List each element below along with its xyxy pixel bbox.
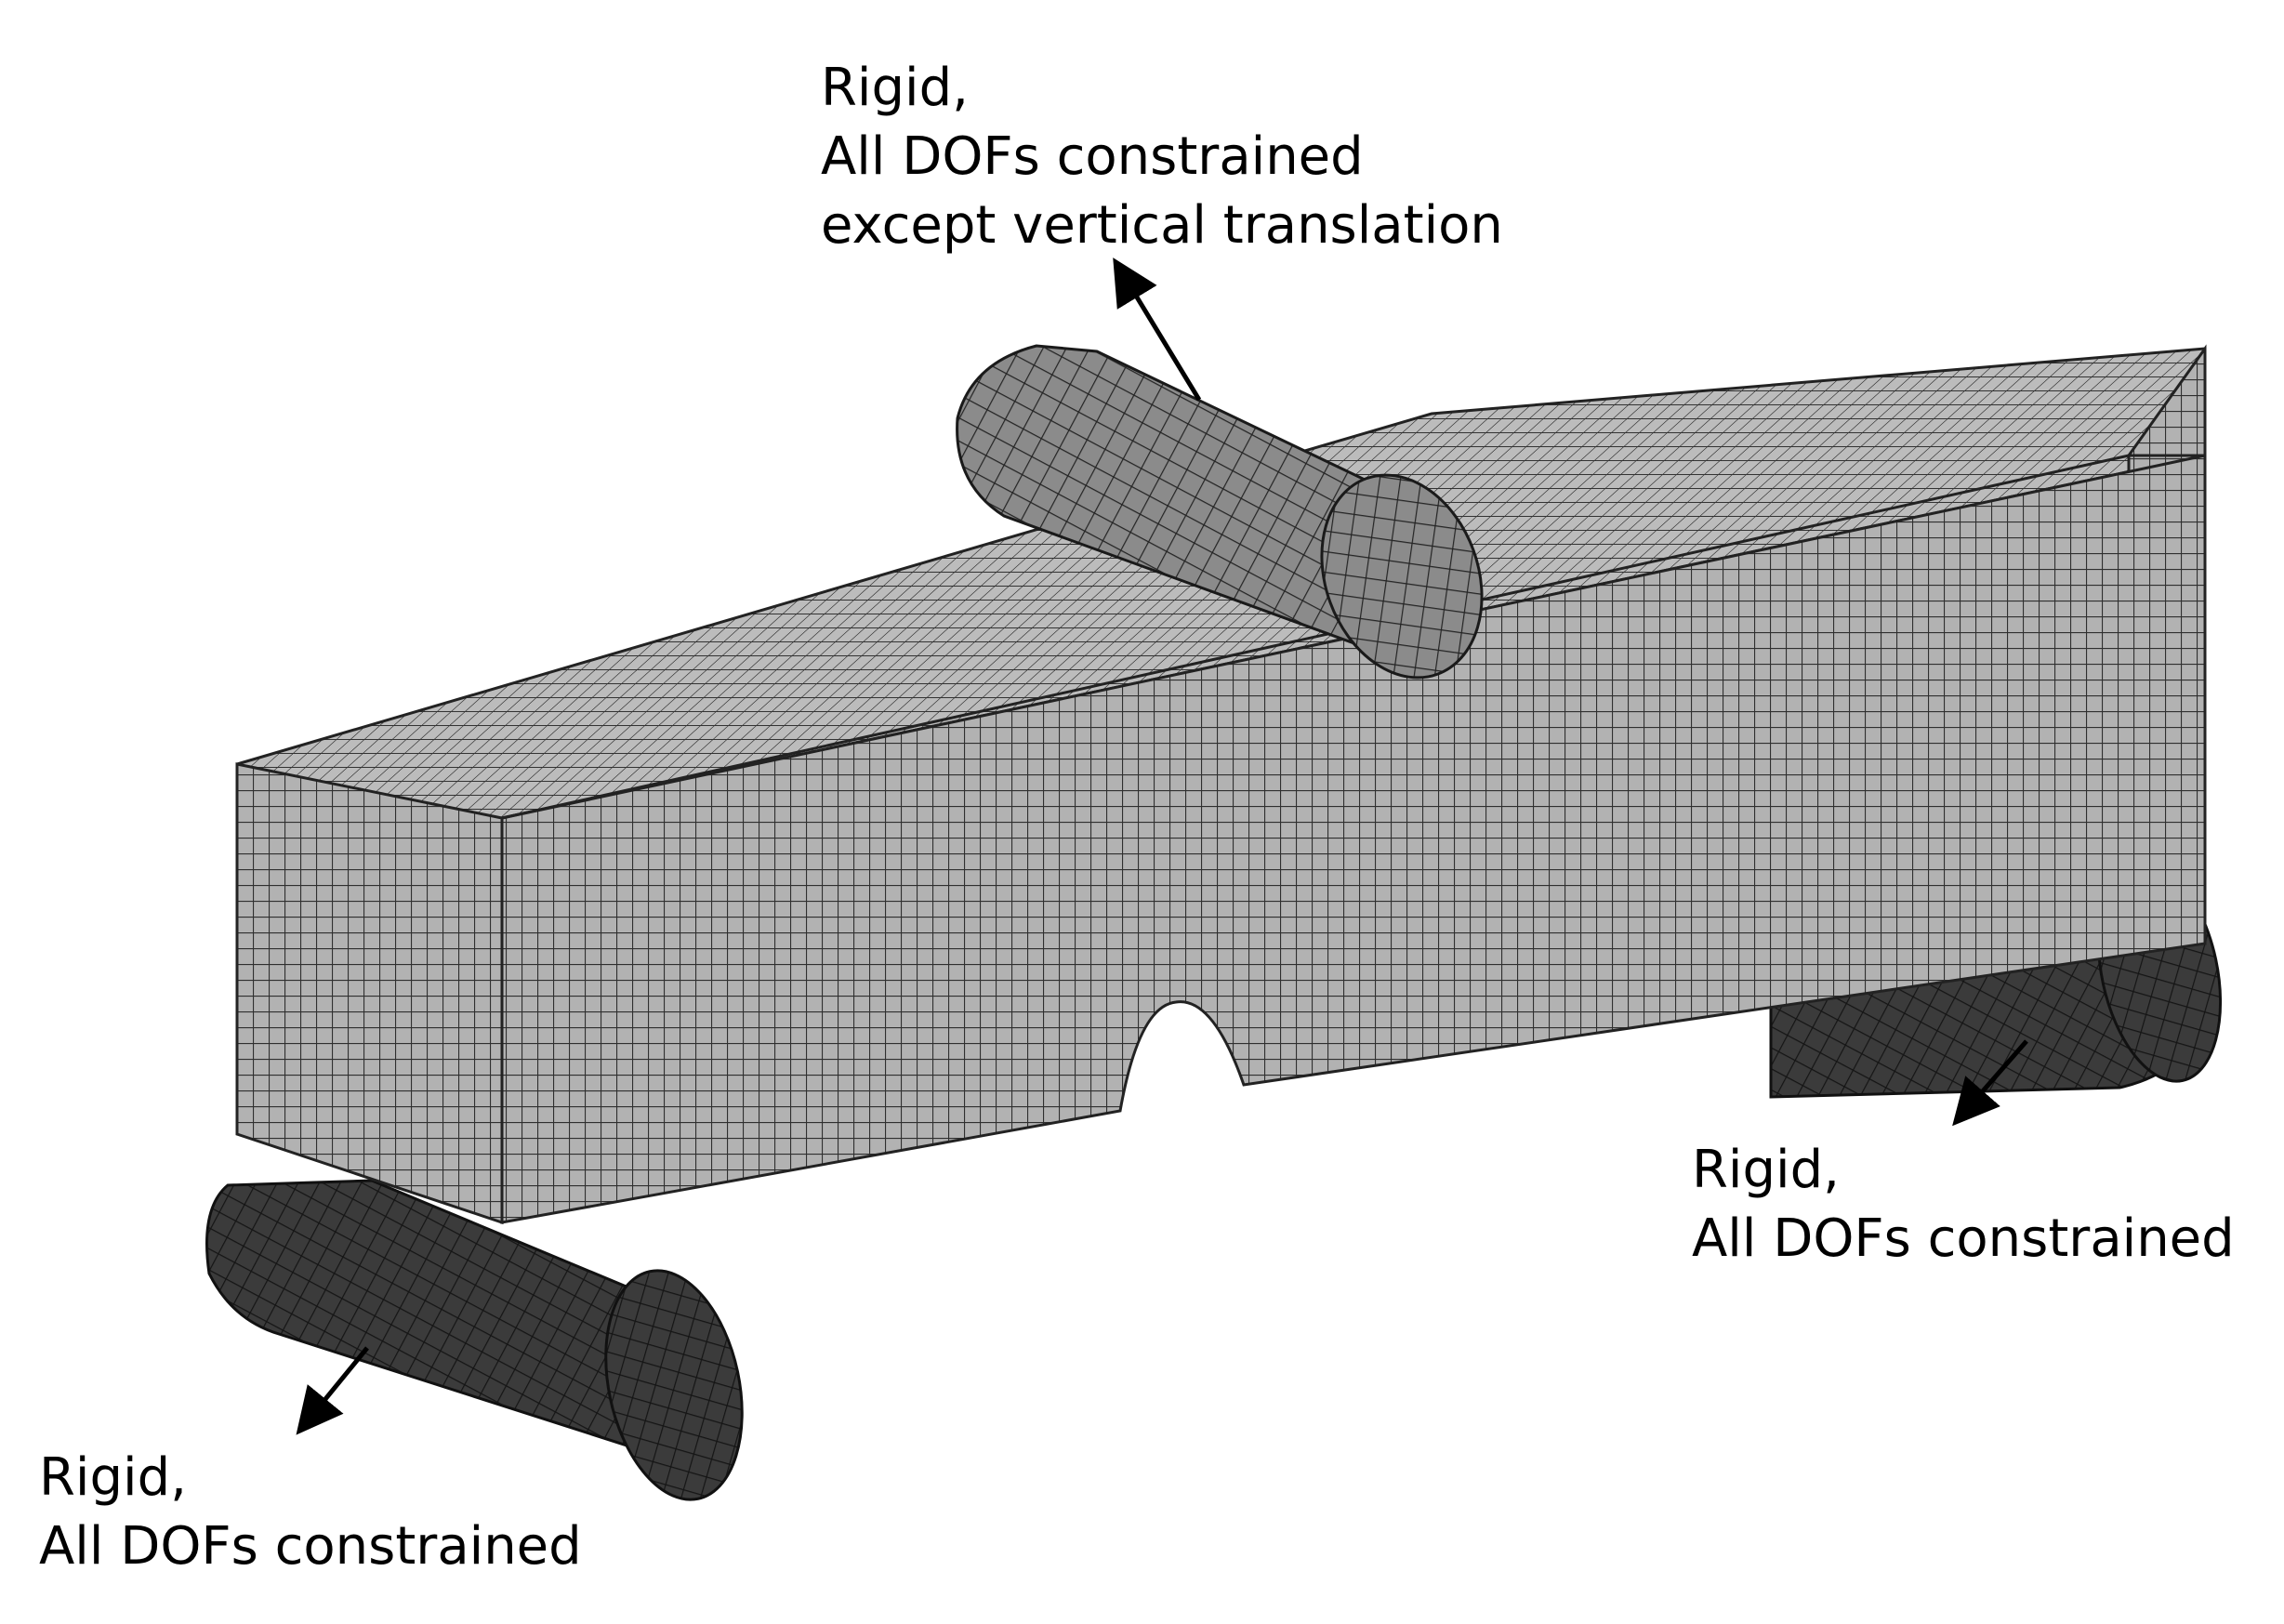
loading-roller-label-line-3: except vertical translation <box>821 195 1503 256</box>
loading-roller-label-line-1: Rigid, <box>821 58 969 118</box>
left-support-roller <box>205 1179 744 1501</box>
arrow-to-right-support-label <box>1952 1039 2028 1127</box>
arrow-to-loading-roller-label <box>1113 257 1202 402</box>
loading-roller <box>956 344 1484 680</box>
left-support-label-line-1: Rigid, <box>39 1447 187 1508</box>
loading-roller-label-line-2: All DOFs constrained <box>821 126 1364 187</box>
right-support-label-line-2: All DOFs constrained <box>1692 1208 2235 1269</box>
left-support-label-line-2: All DOFs constrained <box>39 1516 582 1577</box>
right-support-label-line-1: Rigid, <box>1692 1140 1840 1200</box>
arrow-to-left-support-label <box>296 1346 369 1435</box>
loading-roller-label: Rigid, All DOFs constrained except verti… <box>821 54 1503 260</box>
left-support-label: Rigid, All DOFs constrained <box>39 1444 582 1581</box>
leader-arrows <box>296 257 2028 1435</box>
right-support-label: Rigid, All DOFs constrained <box>1692 1136 2235 1274</box>
notched-beam <box>235 344 2207 1225</box>
